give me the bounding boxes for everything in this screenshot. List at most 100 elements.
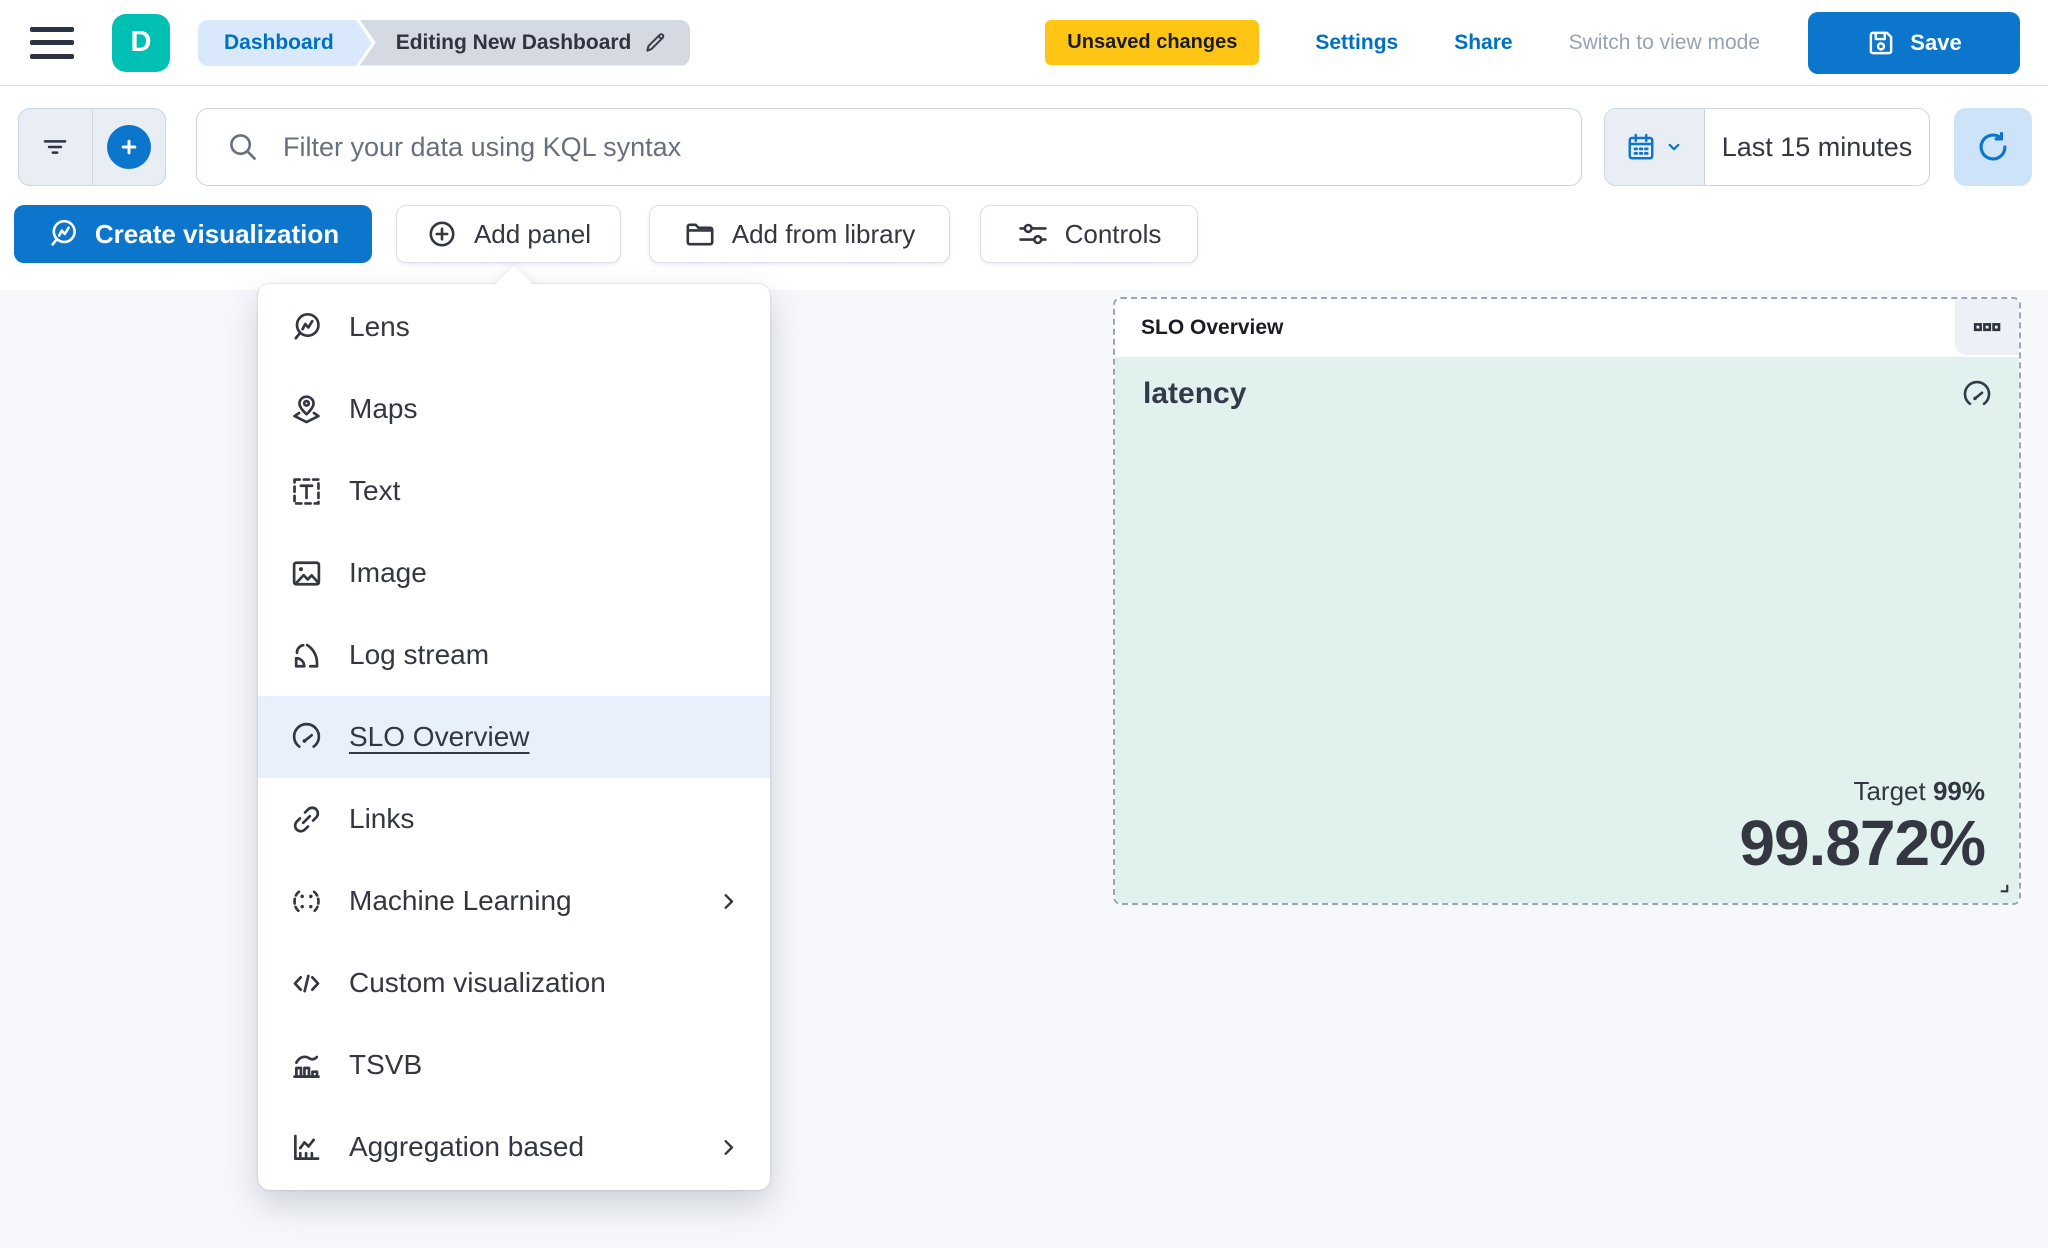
calendar-dropdown-button[interactable] (1605, 109, 1705, 185)
slo-overview-panel: SLO Overview latency Target 99% 99.872% (1113, 297, 2021, 905)
menu-item-label: Custom visualization (349, 967, 606, 998)
lens-icon (47, 218, 79, 250)
add-from-library-label: Add from library (731, 218, 916, 249)
breadcrumb-label: Editing New Dashboard (395, 30, 632, 54)
gauge-icon (292, 722, 321, 748)
save-label: Save (1910, 29, 1962, 55)
gauge-icon (1961, 379, 1993, 411)
maps-icon (293, 394, 320, 423)
breadcrumb: Dashboard Editing New Dashboard (198, 19, 691, 66)
filter-icon (43, 140, 67, 154)
sliders-icon (1017, 218, 1049, 250)
controls-button[interactable]: Controls (980, 205, 1198, 263)
unsaved-changes-badge: Unsaved changes (1045, 20, 1260, 65)
refresh-icon (1979, 132, 2007, 161)
panel-title: SLO Overview (1141, 316, 1284, 339)
add-panel-button[interactable]: Add panel (396, 205, 621, 263)
refresh-icon (1976, 130, 2010, 164)
plus-circle-icon (426, 218, 458, 250)
menu-item-aggregation-based[interactable]: Aggregation based (258, 1106, 770, 1188)
save-button[interactable]: Save (1808, 11, 2020, 74)
chevron-right-icon (724, 1139, 734, 1155)
panel-resize-handle[interactable] (1991, 875, 2011, 895)
menu-item-image[interactable]: Image (258, 532, 770, 614)
create-visualization-label: Create visualization (94, 218, 340, 249)
app-logo[interactable]: D (112, 13, 170, 72)
menu-item-label: SLO Overview (349, 721, 530, 752)
menu-item-machine-learning[interactable]: Machine Learning (258, 860, 770, 942)
pencil-icon (643, 30, 668, 55)
chevron-right-icon (724, 893, 734, 909)
menu-item-label: Lens (349, 311, 410, 342)
kql-search-input[interactable] (283, 131, 1551, 163)
menu-item-label: Aggregation based (349, 1131, 585, 1162)
search-icon (227, 131, 259, 163)
menu-item-label: Links (349, 803, 415, 834)
add-panel-label: Add panel (473, 218, 592, 249)
menu-item-maps[interactable]: Maps (258, 368, 770, 450)
share-link[interactable]: Share (1454, 30, 1513, 54)
slo-target-value: 99% (1932, 776, 1985, 806)
panel-options-button[interactable] (1955, 299, 2019, 355)
menu-item-slo-overview[interactable]: SLO Overview (258, 696, 770, 778)
log-stream-icon (294, 643, 319, 668)
panel-header: SLO Overview (1115, 299, 2019, 357)
time-range-picker: Last 15 minutes (1604, 108, 1930, 186)
filter-button-group (18, 108, 166, 186)
edit-toolbar: Create visualization Add panel Add from … (0, 205, 2048, 263)
boxes-horizontal-icon (1973, 323, 2001, 332)
folder-icon (686, 223, 714, 246)
menu-item-label: Log stream (349, 639, 490, 670)
menu-item-label: Image (349, 557, 427, 588)
folder-icon (684, 218, 716, 250)
menu-item-custom-visualization[interactable]: Custom visualization (258, 942, 770, 1024)
menu-item-label: Maps (349, 393, 418, 424)
aggregation-icon (294, 1134, 320, 1160)
breadcrumb-editing-dashboard[interactable]: Editing New Dashboard (359, 19, 691, 66)
plus-icon (116, 134, 142, 160)
menu-icon[interactable] (28, 23, 76, 63)
sliders-icon (1018, 223, 1047, 245)
kql-search-box (196, 108, 1582, 186)
machine-learning-icon (293, 889, 320, 913)
menu-item-text[interactable]: Text (258, 450, 770, 532)
menu-item-tsvb[interactable]: TSVB (258, 1024, 770, 1106)
refresh-button[interactable] (1954, 108, 2032, 186)
create-visualization-button[interactable]: Create visualization (14, 205, 372, 263)
breadcrumb-dashboard[interactable]: Dashboard (198, 19, 356, 66)
menu-item-lens[interactable]: Lens (258, 286, 770, 368)
settings-link[interactable]: Settings (1315, 30, 1399, 54)
link-icon (293, 805, 320, 833)
add-filter-button[interactable] (93, 109, 166, 185)
lens-icon (294, 312, 320, 340)
menu-item-log-stream[interactable]: Log stream (258, 614, 770, 696)
top-header: D Dashboard Editing New Dashboard Unsave… (0, 0, 2048, 86)
controls-label: Controls (1064, 218, 1162, 249)
gauge-icon (1963, 380, 1991, 406)
slo-metric-block: Target 99% 99.872% (1739, 776, 1986, 879)
save-icon (1869, 31, 1893, 54)
menu-item-label: Machine Learning (349, 885, 572, 916)
code-icon (293, 974, 320, 992)
image-icon (292, 560, 321, 586)
filter-options-button[interactable] (19, 109, 93, 185)
search-icon (230, 134, 256, 160)
menu-item-label: Text (349, 475, 401, 506)
chevron-down-icon (1668, 143, 1680, 151)
plus-icon (121, 139, 137, 155)
slo-target-label: Target (1853, 776, 1926, 806)
menu-item-links[interactable]: Links (258, 778, 770, 860)
panel-body: latency Target 99% 99.872% (1115, 357, 2019, 903)
time-range-value[interactable]: Last 15 minutes (1721, 131, 1913, 162)
menu-item-label: TSVB (349, 1049, 423, 1080)
save-icon (1866, 28, 1896, 58)
text-icon (293, 477, 320, 505)
add-from-library-button[interactable]: Add from library (649, 205, 950, 263)
plus-circle-filled (106, 125, 151, 169)
pencil-icon (646, 33, 665, 52)
plus-circle-icon (429, 221, 455, 247)
slo-value: 99.872% (1739, 807, 1986, 879)
switch-view-mode-link[interactable]: Switch to view mode (1568, 30, 1760, 54)
calendar-icon (1628, 133, 1654, 160)
